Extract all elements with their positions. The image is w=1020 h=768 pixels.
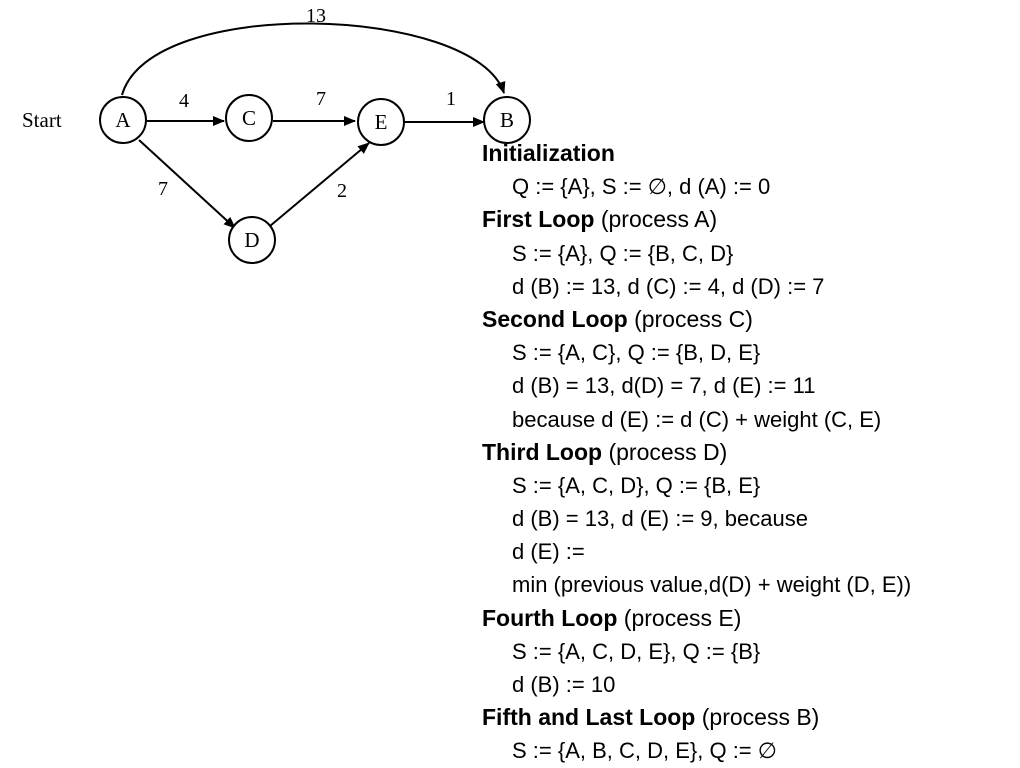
step-line: d (B) = 13, d (E) := 9, because [512,506,808,532]
step-line: d (E) := [512,539,585,565]
step-note: (process D) [608,438,728,465]
node-d: D [228,216,276,264]
node-a-label: A [115,108,131,132]
step-line: S := {A, B, C, D, E}, Q := ∅ [512,738,777,764]
step-title: Third Loop [482,438,603,465]
edge-a-b [121,22,506,96]
step-line: S := {A}, Q := {B, C, D} [512,240,734,266]
step-note: (process C) [634,305,753,332]
node-a: A [99,96,147,144]
step-title: Fourth Loop [482,604,618,631]
step-heading: Fourth Loop (process E) [482,602,1012,635]
edge-a-d [138,139,236,229]
step-second-loop: Second Loop (process C) S := {A, C}, Q :… [482,303,1012,436]
node-e-label: E [375,110,388,134]
weight-a-b: 13 [306,5,326,27]
step-line: Q := {A}, S := ∅, d (A) := 0 [512,174,771,200]
step-fifth-loop: Fifth and Last Loop (process B) S := {A,… [482,701,1012,767]
step-first-loop: First Loop (process A) S := {A}, Q := {B… [482,203,1012,303]
step-line: d (B) := 10 [512,672,616,697]
step-title: First Loop [482,206,595,233]
step-heading: First Loop (process A) [482,203,1012,236]
step-heading: Third Loop (process D) [482,436,1012,469]
step-line: S := {A, C, D}, Q := {B, E} [512,472,761,498]
step-title: Initialization [482,140,615,166]
step-heading: Fifth and Last Loop (process B) [482,701,1012,734]
node-b: B [483,96,531,144]
weight-d-e: 2 [337,180,347,202]
algorithm-steps: Initialization Q := {A}, S := ∅, d (A) :… [482,137,1012,768]
step-line: because d (E) := d (C) + weight (C, E) [512,406,882,432]
step-note: (process B) [701,704,820,731]
weight-a-d: 7 [158,178,168,200]
step-title: Second Loop [482,305,628,332]
weight-e-b: 1 [446,88,456,110]
weighted-directed-graph: Start 13 4 7 1 7 2 A C E B D [22,5,531,264]
step-line: d (B) := 13, d (C) := 4, d (D) := 7 [512,273,825,299]
step-third-loop: Third Loop (process D) S := {A, C, D}, Q… [482,436,1012,602]
step-note: (process E) [623,604,742,631]
step-heading: Initialization [482,137,1012,170]
step-line: S := {A, C}, Q := {B, D, E} [512,340,761,366]
weight-c-e: 7 [316,88,326,110]
step-initialization: Initialization Q := {A}, S := ∅, d (A) :… [482,137,1012,203]
start-label: Start [22,108,62,132]
node-c: C [225,94,273,142]
step-title: Fifth and Last Loop [482,704,696,731]
step-fourth-loop: Fourth Loop (process E) S := {A, C, D, E… [482,602,1012,702]
node-d-label: D [244,228,259,252]
node-b-label: B [500,108,514,132]
node-e: E [357,98,405,146]
node-c-label: C [242,106,256,130]
step-heading: Second Loop (process C) [482,303,1012,336]
edge-d-e [269,142,370,227]
step-line: S := {A, C, D, E}, Q := {B} [512,638,761,664]
step-note: (process A) [600,206,718,233]
weight-a-c: 4 [179,90,189,112]
step-line: min (previous value,d(D) + weight (D, E)… [512,572,912,598]
step-line: d (B) = 13, d(D) = 7, d (E) := 11 [512,373,816,399]
